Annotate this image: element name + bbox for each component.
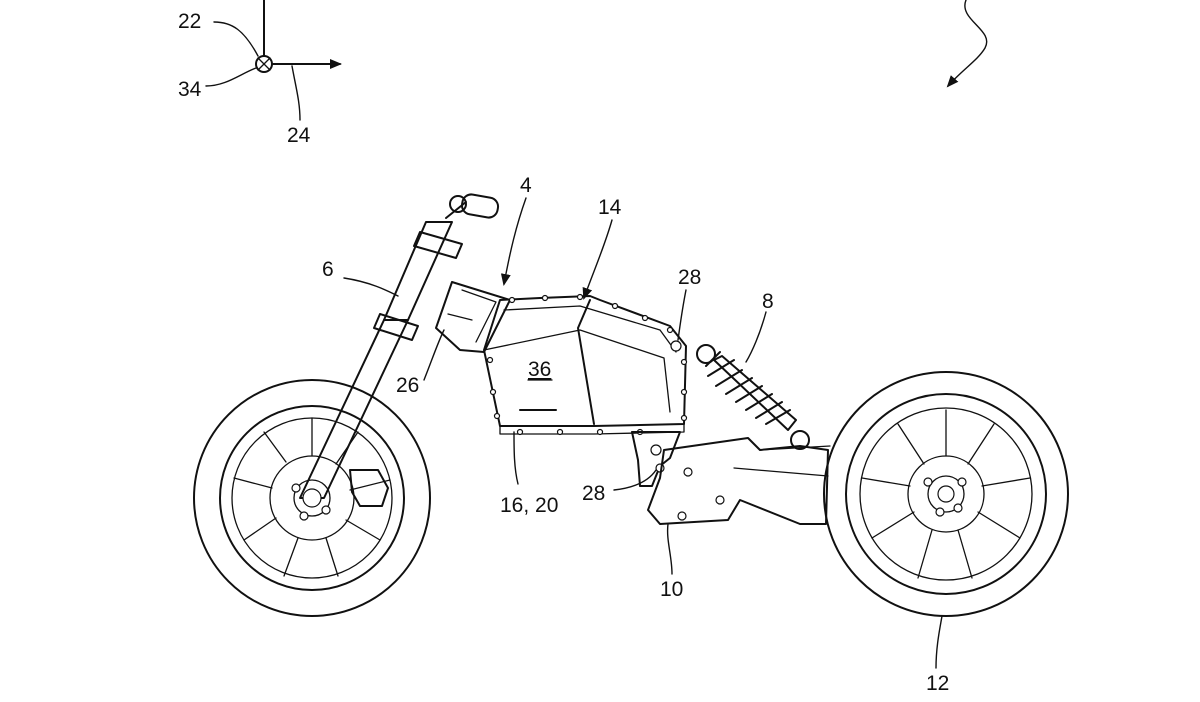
ref-10: 10 [660,578,683,601]
battery-housing [483,293,688,487]
front-fork [299,193,500,508]
reference-numerals: 22 34 24 4 14 6 26 36 28 28 8 16, 20 10 … [178,10,949,695]
ref-4: 4 [520,174,532,197]
ref-28-top: 28 [678,266,701,289]
ref-24: 24 [287,124,311,147]
ref-14: 14 [598,196,622,219]
ref-22: 22 [178,10,201,33]
ref-26: 26 [396,374,419,397]
shock-absorber [696,344,810,450]
ref-8: 8 [762,290,774,313]
swingarm [647,437,831,525]
ref-28-bottom: 28 [582,482,605,505]
ref-12: 12 [926,672,949,695]
ref-36: 36 [528,358,551,381]
steering-head-mount [435,281,511,353]
ref-34: 34 [178,78,202,101]
coordinate-system [255,0,342,73]
ref-6: 6 [322,258,334,281]
leader-lines [205,21,943,669]
system-arrow [946,0,988,88]
ref-16-20: 16, 20 [500,494,558,517]
axis-into-page-symbol [255,55,273,73]
rear-wheel [823,371,1069,617]
